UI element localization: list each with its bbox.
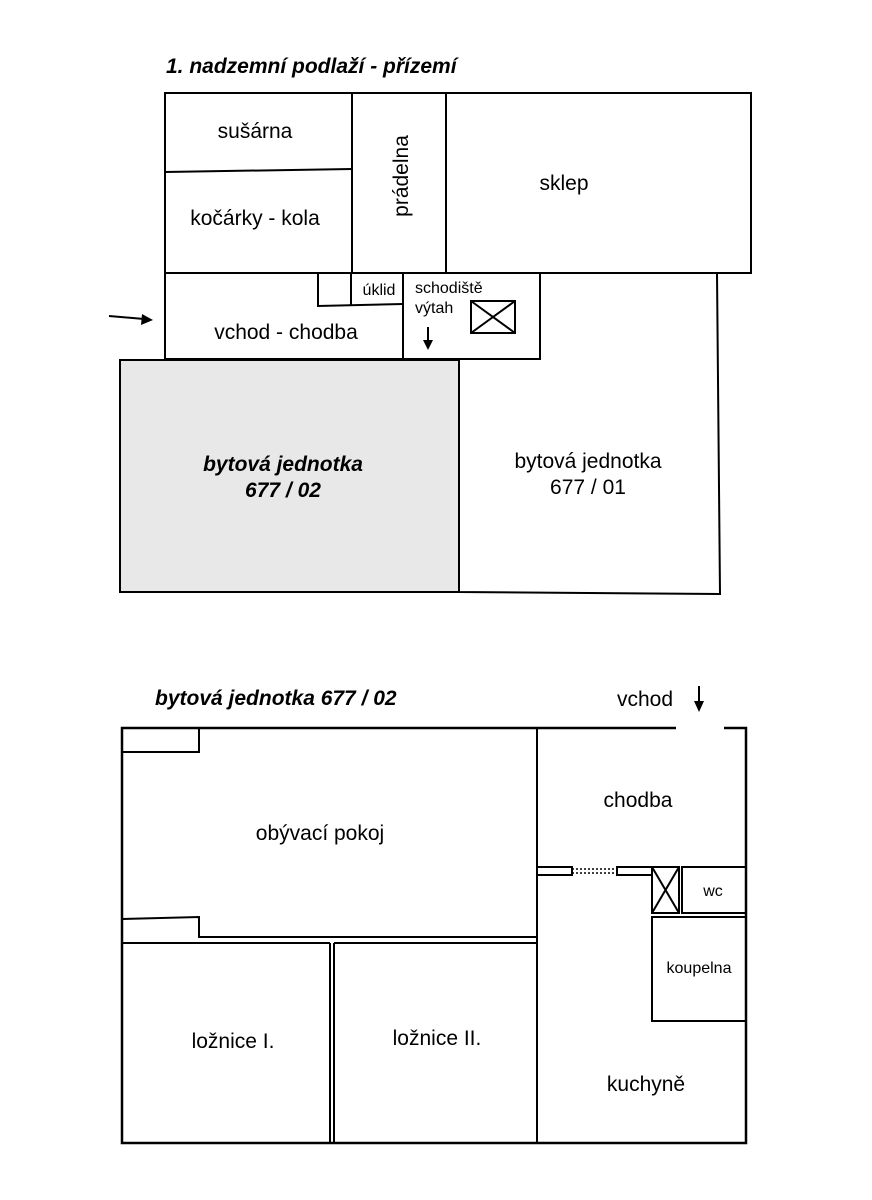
room-kuchyne: kuchyně <box>607 1073 685 1096</box>
room-vchod: vchod <box>617 688 673 711</box>
room-sklep: sklep <box>539 172 588 195</box>
plan1-title: 1. nadzemní podlaží - přízemí <box>166 55 460 78</box>
room-pradelna: prádelna <box>390 135 413 217</box>
plan2-outer-walls <box>120 726 748 1145</box>
wall-susarna-kocarky <box>164 168 353 173</box>
room-wc-box <box>681 866 747 914</box>
room-chodba: chodba <box>604 789 673 812</box>
shaft-cross-b <box>651 866 680 914</box>
room-obyvaci-pokoj: obývací pokoj <box>256 822 384 845</box>
wall-obyvaci-bottom <box>121 915 537 938</box>
elevator-box <box>470 300 516 334</box>
unit-02-label-line2: 677 / 02 <box>245 479 321 502</box>
entrance-arrow-shaft <box>108 315 145 320</box>
down-arrow-icon <box>423 340 433 350</box>
unit-02-area <box>119 359 460 593</box>
room-koupelna: koupelna <box>667 960 732 977</box>
room-loznice-2: ložnice II. <box>393 1027 482 1050</box>
obyvaci-niche <box>122 728 200 753</box>
room-kocarky-kola: kočárky - kola <box>190 207 320 230</box>
room-vytah: výtah <box>415 300 453 317</box>
partition-left <box>536 866 573 876</box>
wall-uklid <box>317 273 404 308</box>
room-loznice-1: ložnice I. <box>192 1030 275 1053</box>
entrance-arrow-icon <box>141 314 153 325</box>
unit-01-outline <box>458 272 722 596</box>
unit-01-label-line1: bytová jednotka <box>514 450 661 473</box>
unit-02-label-line1: bytová jednotka <box>203 453 363 476</box>
room-vchod-chodba: vchod - chodba <box>214 321 358 344</box>
room-susarna: sušárna <box>218 120 293 143</box>
room-uklid: úklid <box>363 282 396 299</box>
plan1-top-row-outline <box>164 92 752 274</box>
vchod-arrow-icon <box>694 701 704 712</box>
elevator-cross-b <box>470 300 516 334</box>
partition-right <box>616 866 653 876</box>
unit-01-label-line2: 677 / 01 <box>550 476 626 499</box>
installation-shaft <box>651 866 680 914</box>
room-koupelna-box <box>651 916 747 1022</box>
room-schodiste: schodiště <box>415 280 483 297</box>
room-wc: wc <box>702 883 723 900</box>
plan2-title: bytová jednotka 677 / 02 <box>155 687 397 710</box>
